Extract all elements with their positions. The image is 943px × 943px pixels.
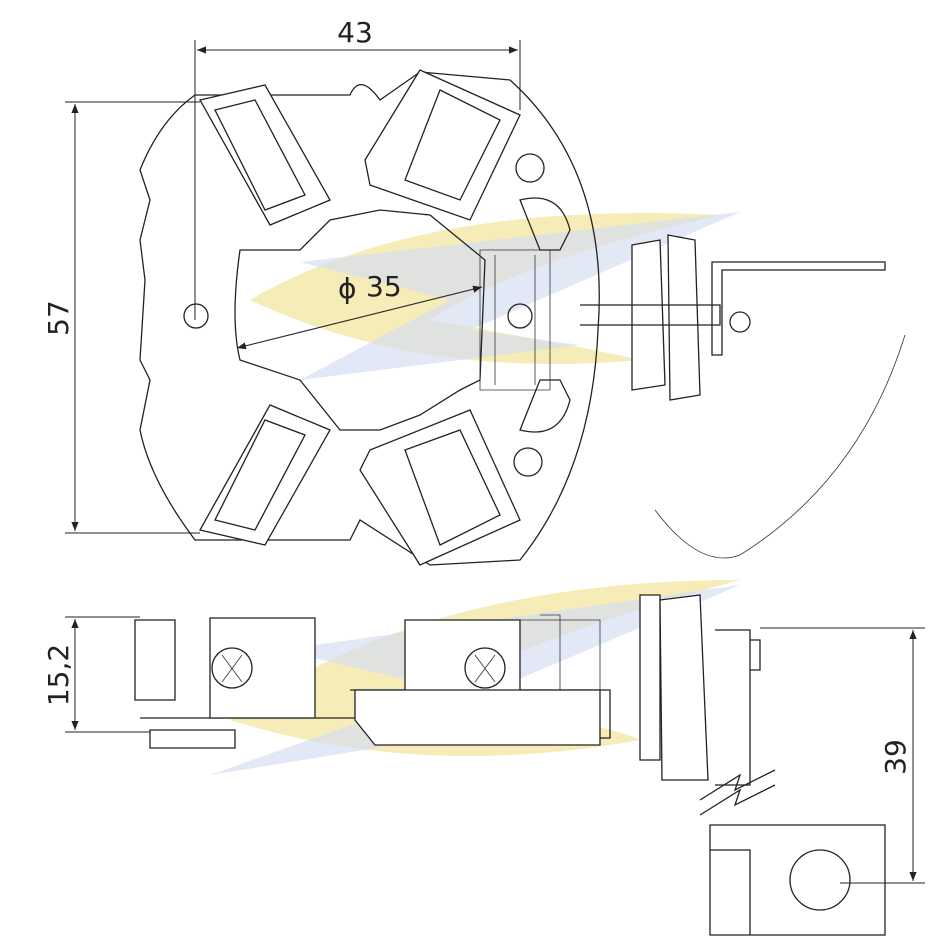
dimension-height: 57 [42,101,200,534]
top-view-brush-holder [139,69,906,566]
dimension-height-label: 57 [42,300,75,336]
side-view-brush-holder [134,594,886,936]
dimension-diameter-label: 35 [366,270,402,303]
dimension-width: 43 [194,16,521,320]
dimension-lead-length-label: 39 [879,739,912,775]
dimension-thickness-label: 15,2 [42,644,75,706]
dimension-thickness: 15,2 [42,616,150,733]
diameter-symbol: ϕ [338,272,356,305]
dimension-width-label: 43 [337,16,373,49]
dimension-lead-length: 39 [760,627,925,884]
dimension-diameter: ϕ 35 [236,270,483,350]
